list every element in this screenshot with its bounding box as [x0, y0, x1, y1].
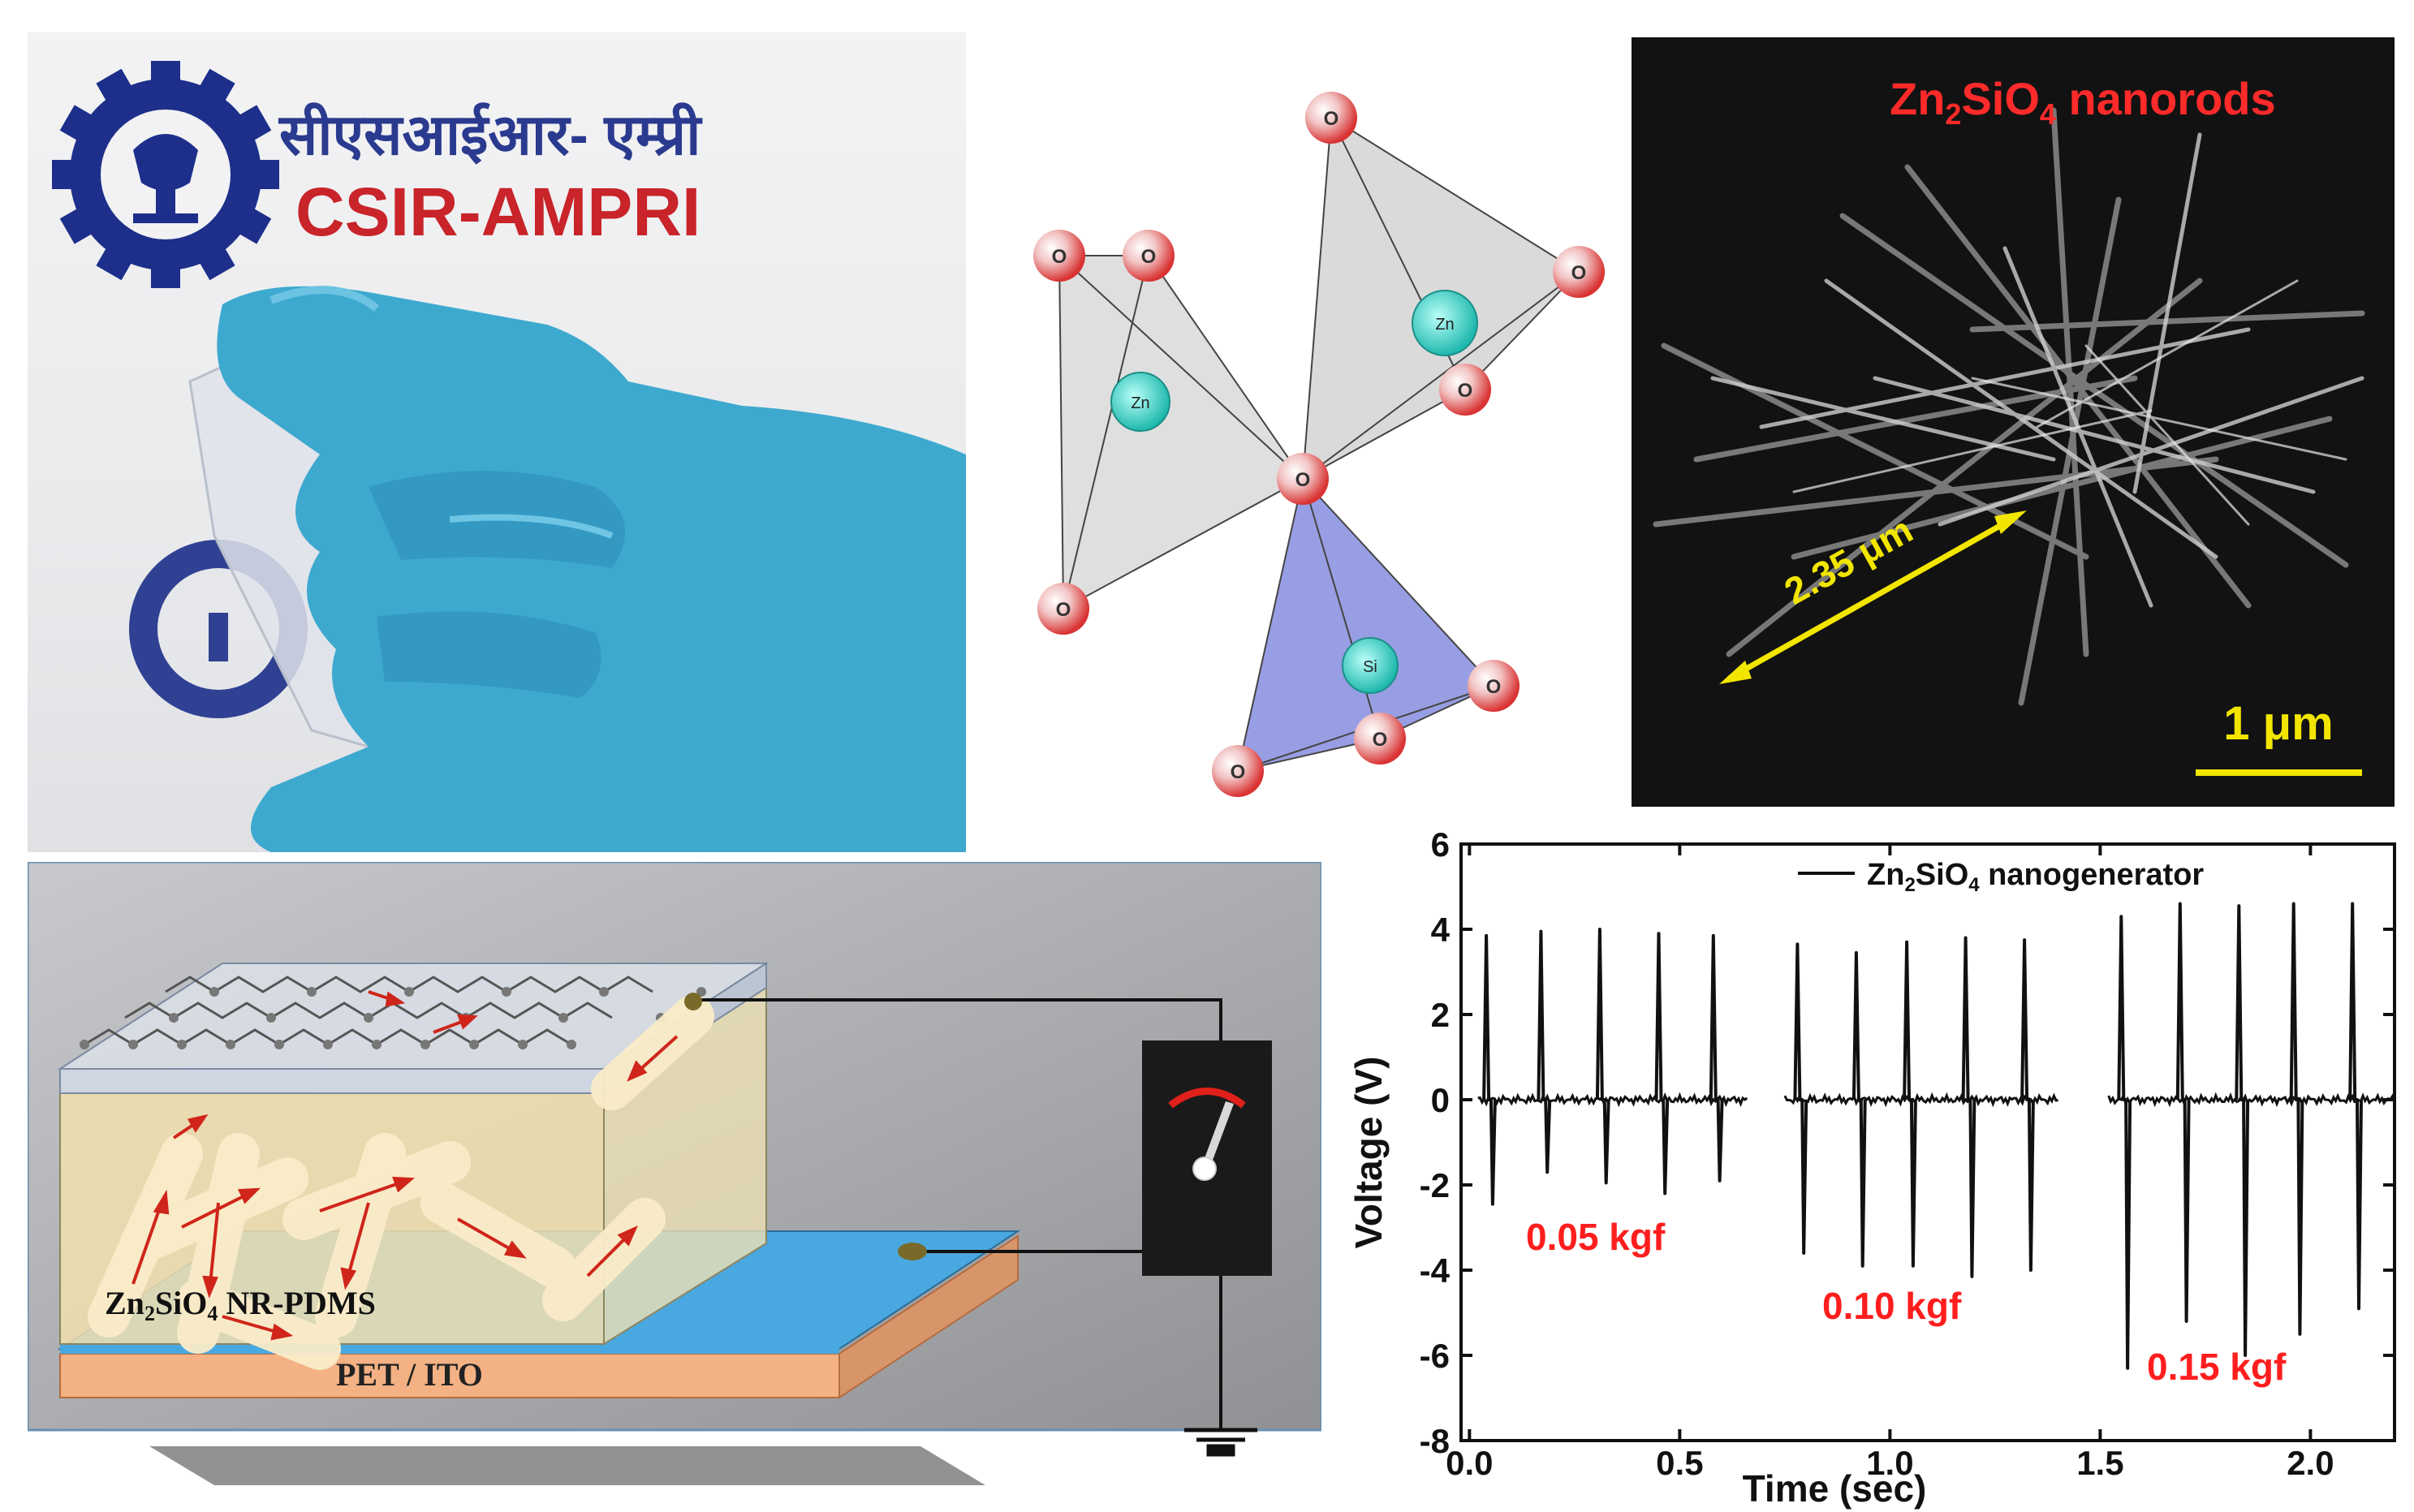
y-tick-label: 6: [1431, 825, 1450, 864]
voltage-pulse: [1851, 950, 1867, 1268]
voltage-pulse: [2175, 902, 2191, 1323]
y-tick-label: 0: [1431, 1081, 1450, 1119]
device-shadow: [149, 1446, 985, 1485]
y-tick-label: -4: [1420, 1251, 1451, 1290]
x-axis-label: Time (sec): [1743, 1467, 1927, 1510]
y-tick-label: -6: [1420, 1337, 1450, 1375]
plot-frame: [1459, 842, 2396, 1442]
voltage-pulse: [2348, 902, 2363, 1311]
x-tick-label: 1.5: [2076, 1444, 2123, 1482]
voltage-pulse: [1793, 942, 1808, 1255]
device-schematic-panel: PET / ITO: [28, 862, 1321, 1485]
oxygen-atom: O: [1468, 660, 1520, 712]
annotation-0-15-kgf: 0.15 kgf: [2147, 1346, 2287, 1388]
sem-image-panel: Zn2SiO4 nanorods 2.35 μm 1 μm: [1632, 37, 2395, 807]
x-tick-label: 0.5: [1656, 1444, 1703, 1482]
oxygen-atom: O: [1439, 364, 1491, 416]
y-tick-label: -8: [1420, 1422, 1450, 1460]
y-tick-label: 2: [1431, 996, 1450, 1034]
substrate-label: PET / ITO: [336, 1356, 483, 1393]
voltmeter-icon: [1142, 1040, 1272, 1276]
x-axis-ticks: 0.0 0.5 1.0 1.5 2.0: [1446, 844, 2334, 1482]
svg-text:O: O: [1571, 262, 1587, 284]
oxygen-atom: O: [1277, 453, 1329, 505]
sem-canvas: Zn2SiO4 nanorods 2.35 μm 1 μm: [1632, 37, 2395, 807]
svg-text:O: O: [1373, 729, 1388, 751]
logo-english-text: CSIR-AMPRI: [295, 174, 700, 250]
oxygen-atom: O: [1354, 713, 1406, 765]
oxygen-atom: O: [1123, 230, 1175, 282]
voltage-pulse: [1654, 932, 1670, 1195]
crystal-canvas: Zn Zn Si O O O O O O O O O O: [1033, 92, 1605, 797]
dipole-arrows: [131, 990, 679, 1341]
svg-text:O: O: [1231, 761, 1246, 783]
device-canvas: PET / ITO: [28, 862, 1321, 1485]
annotation-0-10-kgf: 0.10 kgf: [1822, 1285, 1962, 1327]
legend: Zn2SiO4 nanogenerator: [1798, 858, 2204, 896]
svg-text:O: O: [1486, 676, 1502, 698]
pdms-layer-label: Zn2SiO4 NR-PDMS: [105, 1285, 376, 1325]
oxygen-atoms: O O O O O O O O O O: [1033, 92, 1605, 797]
voltage-chart: -8 -6 -4 -2 0 2 4 6 0.0 0.5 1.0 1.5 2.0 Voltage (V)…: [1347, 825, 2396, 1510]
voltage-pulse: [1709, 933, 1724, 1182]
voltage-pulse: [1537, 929, 1552, 1174]
zn-atom-left: Zn: [1110, 372, 1170, 432]
voltage-pulse: [1482, 933, 1497, 1206]
gloved-hand: [217, 286, 966, 852]
bottom-contact: [898, 1243, 927, 1260]
scale-bar-label: 1 μm: [2223, 697, 2333, 750]
svg-text:O: O: [1052, 246, 1067, 268]
zn-tetrahedron-left: [1058, 255, 1304, 610]
csir-gear-icon: [52, 61, 279, 288]
y-axis-label: Voltage (V): [1347, 1057, 1390, 1249]
y-tick-label: -2: [1420, 1166, 1450, 1204]
voltage-chart-panel: -8 -6 -4 -2 0 2 4 6 0.0 0.5 1.0 1.5 2.0 Voltage (V)…: [1331, 820, 2411, 1510]
voltage-pulse: [1903, 940, 1917, 1268]
crystal-structure-panel: Zn Zn Si O O O O O O O O O O: [974, 49, 1623, 820]
svg-text:Si: Si: [1363, 658, 1377, 676]
measurement-arrow: [1719, 510, 2027, 684]
voltage-pulse: [2117, 915, 2132, 1370]
signal-trace: [1477, 902, 2396, 1370]
y-tick-label: 4: [1431, 911, 1451, 949]
oxygen-atom: O: [1553, 246, 1605, 298]
oxygen-atom: O: [1212, 745, 1264, 797]
baseline-segment: [1477, 1092, 1748, 1108]
x-tick-label: 2.0: [2287, 1444, 2334, 1482]
svg-text:O: O: [1458, 380, 1473, 402]
photo-canvas: सीएसआईआर- एम्प्री CSIR-AMPRI: [52, 61, 966, 852]
sem-title: Zn2SiO4 nanorods: [1890, 73, 2276, 131]
baseline-segment: [2107, 1092, 2396, 1108]
voltage-pulse: [1595, 928, 1610, 1185]
voltage-pulse: [2289, 902, 2304, 1336]
svg-text:O: O: [1295, 469, 1311, 491]
baseline-segment: [1783, 1092, 2058, 1108]
svg-text:Zn2SiO4 nanogenerator: Zn2SiO4 nanogenerator: [1867, 858, 2204, 896]
logo-hindi-text: सीएसआईआर- एम्प्री: [278, 102, 703, 166]
nanorods: [1653, 107, 2365, 706]
svg-text:Zn: Zn: [1131, 394, 1149, 412]
voltage-pulse: [1961, 936, 1976, 1278]
svg-text:O: O: [1141, 246, 1157, 268]
photo-panel: सीएसआईआर- एम्प्री CSIR-AMPRI: [28, 32, 966, 852]
voltage-pulse: [2235, 904, 2250, 1357]
plot-border: [1459, 842, 2396, 1442]
oxygen-atom: O: [1037, 583, 1089, 635]
zn-atom-right: Zn: [1412, 290, 1478, 356]
svg-text:Zn: Zn: [1435, 316, 1454, 334]
svg-text:O: O: [1056, 599, 1071, 621]
annotation-0-05-kgf: 0.05 kgf: [1526, 1216, 1666, 1258]
x-tick-label: 0.0: [1446, 1444, 1493, 1482]
voltage-pulse: [2020, 938, 2035, 1272]
oxygen-atom: O: [1305, 92, 1357, 144]
si-atom: Si: [1342, 637, 1399, 694]
top-contact: [684, 993, 702, 1010]
ground-icon: [1184, 1428, 1257, 1457]
oxygen-atom: O: [1033, 230, 1085, 282]
svg-text:O: O: [1324, 108, 1339, 130]
x-tick-label: 1.0: [1866, 1444, 1913, 1482]
